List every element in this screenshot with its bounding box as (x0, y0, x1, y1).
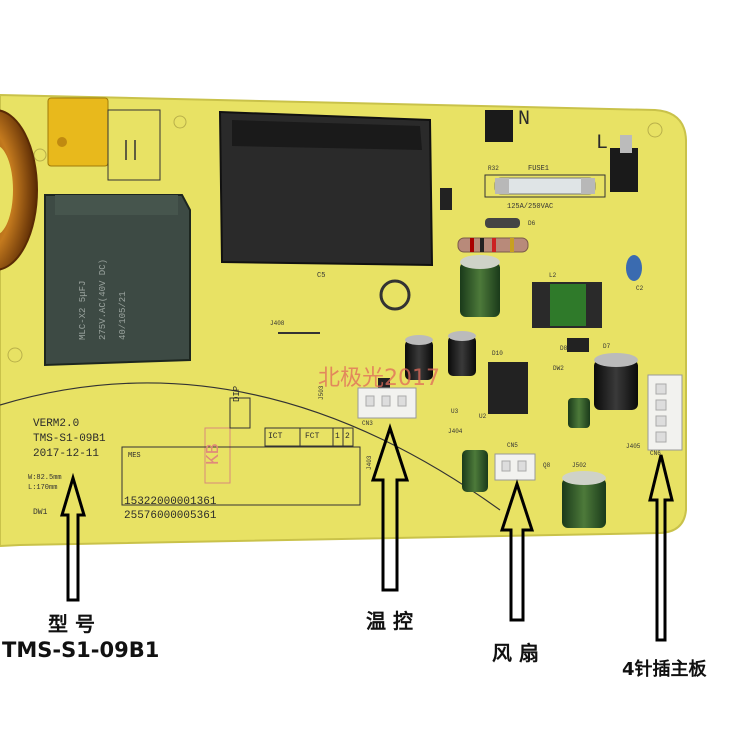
ref-l2: L2 (549, 272, 557, 279)
board-dw1: DW1 (33, 508, 48, 517)
ref-j405: J405 (626, 443, 641, 450)
ref-d6: D6 (528, 220, 536, 227)
fan-caption: 风 扇 (492, 641, 539, 665)
relay (218, 110, 434, 267)
cell-1: 1 (335, 432, 340, 441)
cell-2: 2 (345, 432, 350, 441)
arrow-mainboard (648, 454, 674, 642)
ref-cn5: CN5 (507, 442, 518, 449)
ref-j404: J404 (448, 428, 463, 435)
kb-label: KB (204, 443, 224, 465)
model-caption-title: 型 号 (48, 612, 95, 636)
ref-cn6: CN6 (650, 450, 661, 457)
yellow-capacitor (47, 97, 109, 167)
ref-q8: Q8 (543, 462, 551, 469)
ict-cell: ICT (268, 432, 283, 441)
fct-cell: FCT (305, 432, 320, 441)
arrow-thermostat (370, 423, 410, 592)
dip-label: DIP (232, 385, 242, 402)
ref-u2: U2 (479, 413, 487, 420)
fan-connector (494, 453, 536, 481)
serial-2: 25576000005361 (124, 510, 217, 522)
cap-rating-1: MLC-X2 5μFJ (78, 280, 88, 340)
fuse (494, 177, 596, 195)
mes-label: MES (128, 452, 141, 460)
board-dim-w: W:82.5mm (28, 474, 62, 482)
ref-c5: C5 (317, 272, 326, 280)
ref-u3: U3 (451, 408, 459, 415)
serial-1: 15322000001361 (124, 496, 217, 508)
fuse-label: FUSE1 (528, 165, 550, 173)
ref-j502: J502 (572, 462, 587, 469)
watermark: 北极光2017 (318, 366, 440, 391)
ref-d8: D8 (560, 345, 568, 352)
board-date: 2017-12-11 (33, 448, 100, 460)
ref-d7: D7 (603, 343, 611, 350)
arrow-model (59, 472, 87, 602)
ref-d10: D10 (492, 350, 503, 357)
board-model-silk: TMS-S1-09B1 (33, 433, 106, 445)
cap-rating-3: 40/105/21 (118, 291, 128, 340)
ref-n: N (518, 108, 531, 131)
mainboard-caption: 4针插主板 (622, 659, 707, 680)
ref-r32: R32 (488, 165, 499, 172)
fuse-rating: 125A/250VAC (507, 203, 554, 211)
ref-dw2: DW2 (553, 365, 564, 372)
inductor-coil (0, 109, 38, 271)
thermostat-caption: 温 控 (366, 609, 413, 633)
ref-c2: C2 (636, 285, 644, 292)
arrow-fan (499, 479, 535, 622)
ref-j403: J403 (366, 455, 373, 470)
ic-chip (488, 362, 528, 414)
cap-rating-2: 275V.AC(40V DC) (98, 258, 108, 340)
model-caption-value: TMS-S1-09B1 (2, 638, 160, 662)
ref-cn3: CN3 (362, 420, 373, 427)
board-version: VERM2.0 (33, 418, 80, 430)
ref-j408: J408 (270, 320, 285, 327)
ref-l: L (596, 132, 609, 155)
board-dim-l: L:170mm (28, 484, 58, 492)
